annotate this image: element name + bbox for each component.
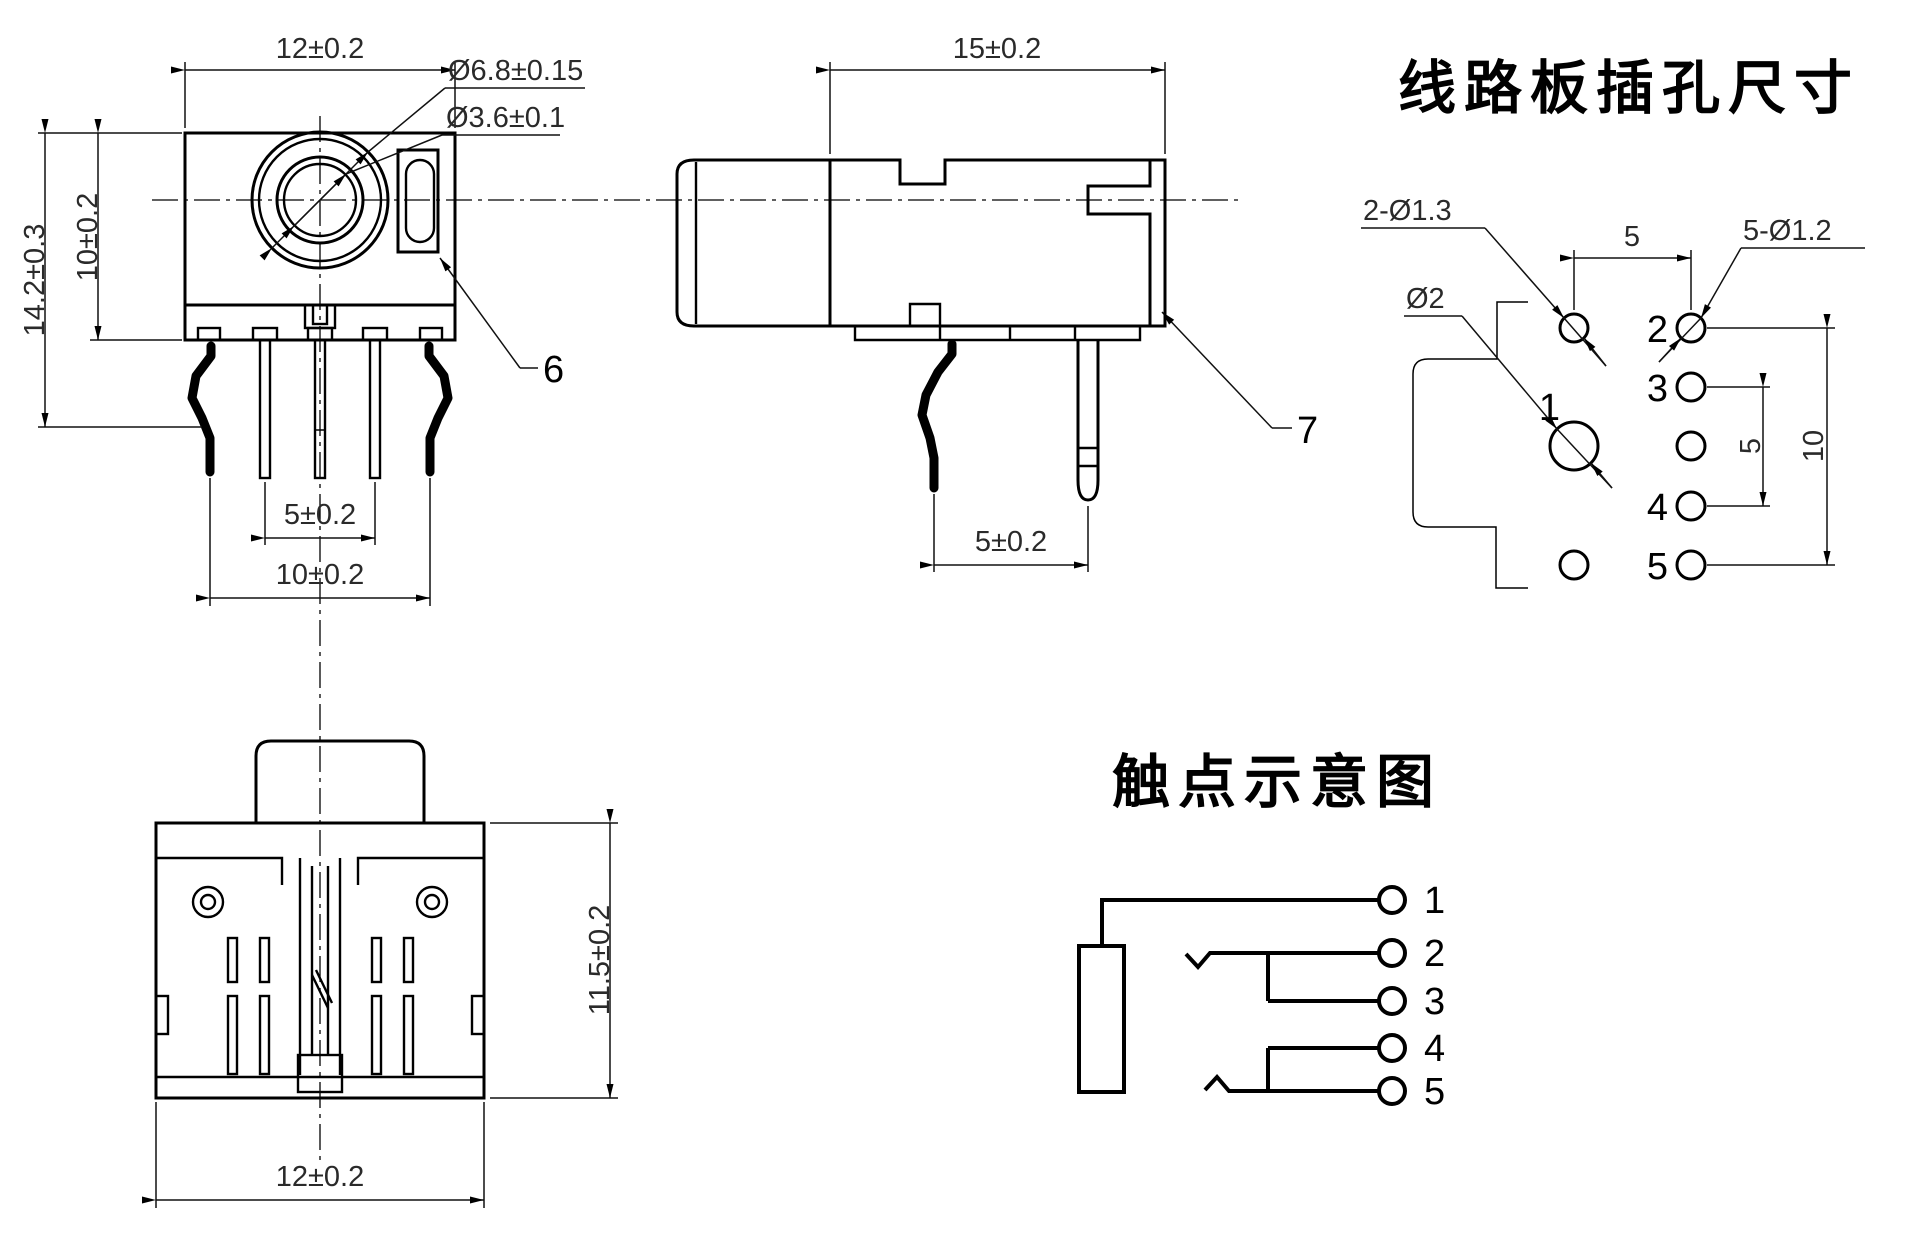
front-label-6-text: 6 [543,349,564,391]
side-view-body-outline [675,158,1167,342]
front-dim-width-text: 12±0.2 [276,33,365,65]
pcb-pin-2: 2 [1647,309,1668,351]
pcb-holes [1548,312,1707,581]
front-dim-total-height-text: 14.2±0.3 [19,224,51,337]
bottom-dim-height-text: 11.5±0.2 [584,905,616,1016]
schematic-pin-2: 2 [1424,933,1445,975]
pcb-dim-bracket-holes-text: 2-Ø1.3 [1363,195,1452,227]
front-dim-hole-outer-text: Ø6.8±0.15 [448,55,583,87]
pcb-dim-right-pitch-text: 5 [1735,438,1767,454]
side-dim-depth: 15±0.2 [816,33,1166,154]
side-dim-pin-pitch-text: 5±0.2 [975,526,1047,558]
side-view: 15±0.2 5±0.2 7 [675,33,1318,572]
pcb-dim-contact-holes-text: 5-Ø1.2 [1743,215,1832,247]
pcb-pin-1: 1 [1539,387,1560,429]
schematic-pin-4: 4 [1424,1028,1445,1070]
front-dim-leg-span: 10±0.2 [196,478,431,606]
front-dim-leg-span-text: 10±0.2 [276,559,365,591]
schematic-pin-3: 3 [1424,981,1445,1023]
bottom-dim-height: 11.5±0.2 [490,809,618,1099]
bottom-dim-width-text: 12±0.2 [276,1161,365,1193]
side-label-7: 7 [1161,311,1318,452]
schematic-pin-1: 1 [1424,880,1445,922]
pcb-callouts: 2-Ø1.3 Ø2 5-Ø1.2 [1361,195,1865,489]
contact-schematic-title: 触点示意图 [1112,750,1442,815]
pcb-dim-top-pitch-text: 5 [1624,221,1640,253]
front-label-6: 6 [439,257,564,391]
bottom-view-outline [154,739,486,1100]
bottom-view: 11.5±0.2 12±0.2 [142,739,618,1208]
bottom-dim-width: 12±0.2 [142,1102,485,1208]
pcb-layout: 线路板插孔尺寸 1 2 3 4 5 2-Ø1.3 [1361,56,1865,589]
front-dim-body-height-text: 10±0.2 [72,193,104,282]
side-dim-pin-pitch: 5±0.2 [920,494,1089,572]
pcb-board-outline [1412,301,1528,589]
side-dim-depth-text: 15±0.2 [953,33,1042,65]
side-label-7-text: 7 [1297,410,1318,452]
front-dim-hole-inner-text: Ø3.6±0.1 [446,102,565,134]
schematic-terminals [1377,885,1407,1106]
pcb-pin-3: 3 [1647,368,1668,410]
pcb-pin-4: 4 [1647,487,1668,529]
front-view-oval-slot [396,148,440,254]
schematic-pin-5: 5 [1424,1071,1445,1113]
front-dim-width: 12±0.2 [171,33,456,128]
contact-schematic: 触点示意图 1 2 3 4 5 [1077,750,1445,1113]
front-dim-pin-pitch-text: 5±0.2 [284,499,356,531]
pcb-layout-title: 线路板插孔尺寸 [1398,56,1860,121]
front-diameter-callouts: Ø6.8±0.15 Ø3.6±0.1 [259,55,585,261]
front-dim-pin-pitch: 5±0.2 [251,482,376,545]
side-view-pins [917,339,1100,502]
front-dim-total-height: 14.2±0.3 [19,119,202,428]
pcb-dim-top-pitch: 5 [1560,221,1692,310]
schematic-wires [1077,898,1379,1094]
pcb-dim-total-pitch: 10 [1707,314,1835,566]
schematic-terminal-numbers: 1 2 3 4 5 [1424,880,1445,1113]
pcb-pin-5: 5 [1647,546,1668,588]
pcb-dim-right-pitch: 5 [1707,373,1770,507]
pcb-dim-center-hole-text: Ø2 [1406,283,1445,315]
front-view: 12±0.2 14.2±0.3 10±0.2 5±0.2 10±0.2 [19,33,585,606]
front-dim-body-height: 10±0.2 [72,119,182,341]
front-view-legs [187,338,453,480]
pcb-dim-total-pitch-text: 10 [1798,430,1830,462]
pcb-hole-numbers: 1 2 3 4 5 [1539,309,1668,588]
